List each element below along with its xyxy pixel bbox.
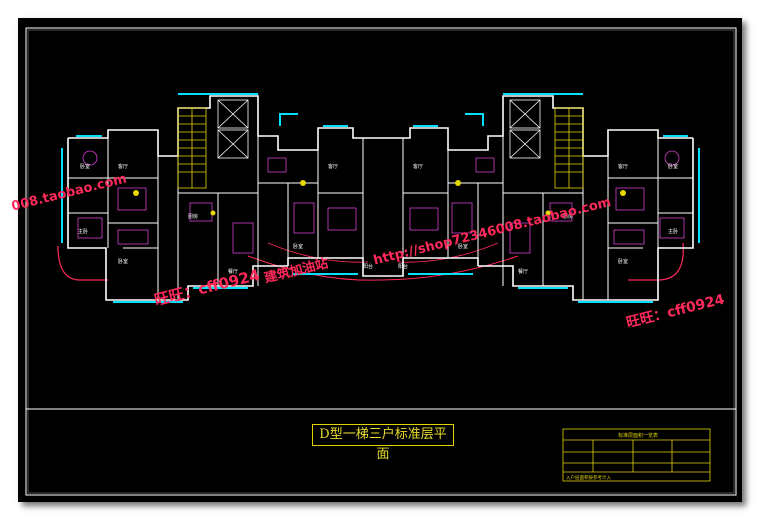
elevators <box>217 99 541 159</box>
schedule-header: 标准层面积一览表 <box>618 432 658 439</box>
stair-left <box>177 107 207 189</box>
svg-text:阳台: 阳台 <box>398 263 408 270</box>
svg-text:餐厅: 餐厅 <box>518 268 528 275</box>
svg-text:卧室: 卧室 <box>80 163 90 170</box>
windows <box>61 93 700 303</box>
svg-text:厨房: 厨房 <box>563 213 573 220</box>
svg-text:阳台: 阳台 <box>363 263 373 270</box>
drawing-sheet: 卧室客厅厨房 主卧卧室餐厅 客厅客厅卧室 卧室餐厅厨房 客厅卧室卧室 主卧阳台阳… <box>18 18 742 502</box>
area-schedule-table <box>562 428 711 482</box>
svg-text:卧室: 卧室 <box>618 258 628 265</box>
stair-right <box>554 107 584 189</box>
sheet-border <box>25 27 737 496</box>
svg-text:卧室: 卧室 <box>668 163 678 170</box>
schedule-note: 入户层面积按参考计入 <box>566 474 611 481</box>
facade-curve-bottom <box>247 255 519 281</box>
balcony-curve-left <box>57 245 108 281</box>
svg-text:卧室: 卧室 <box>118 258 128 265</box>
svg-text:客厅: 客厅 <box>328 163 338 170</box>
svg-text:客厅: 客厅 <box>118 163 128 170</box>
svg-text:客厅: 客厅 <box>618 163 628 170</box>
svg-text:厨房: 厨房 <box>188 213 198 220</box>
svg-text:主卧: 主卧 <box>78 228 88 235</box>
furniture <box>77 150 685 254</box>
room-labels: 卧室客厅厨房 主卧卧室餐厅 客厅客厅卧室 卧室餐厅厨房 客厅卧室卧室 主卧阳台阳… <box>78 163 678 275</box>
drawing-title: D型一梯三户标准层平面 <box>312 424 454 462</box>
markers <box>133 180 626 216</box>
svg-text:卧室: 卧室 <box>458 243 468 250</box>
svg-text:卧室: 卧室 <box>293 243 303 250</box>
svg-text:客厅: 客厅 <box>413 163 423 170</box>
inner-border <box>27 29 735 494</box>
svg-text:主卧: 主卧 <box>668 228 678 235</box>
svg-text:餐厅: 餐厅 <box>228 268 238 275</box>
